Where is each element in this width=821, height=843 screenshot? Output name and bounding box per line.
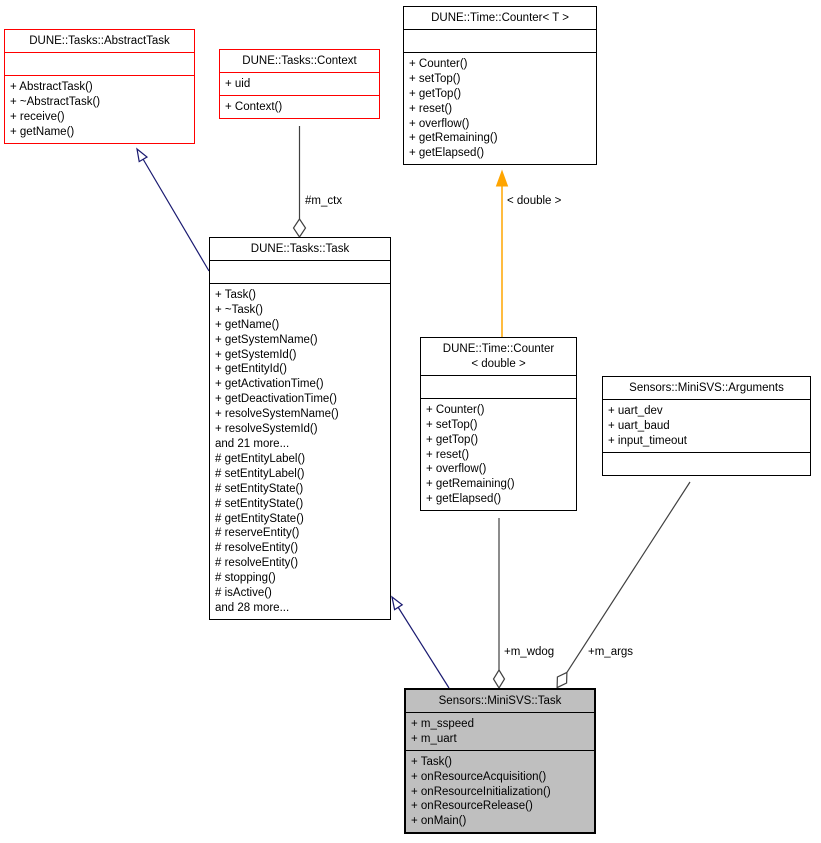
member-line: + getElapsed() [409, 147, 485, 160]
class-methods: + Counter() + setTop() + getTop() + reset()… [421, 397, 576, 510]
member-line: # resolveEntity() [215, 542, 299, 555]
member-line: + getActivationTime() [215, 378, 324, 391]
member-line: + AbstractTask() [10, 80, 93, 93]
class-methods [603, 451, 810, 475]
member-line: # setEntityState() [215, 497, 304, 510]
member-line: # setEntityState() [215, 482, 304, 495]
class-box-dune-tasks-context[interactable]: DUNE::Tasks::Context + uid + Context() [219, 49, 380, 119]
class-methods: + Task() + ~Task() + getName() + getSystemN… [210, 282, 390, 619]
member-line: + Counter() [409, 57, 468, 70]
member-line: + Task() [411, 755, 453, 768]
member-line: + reset() [426, 448, 470, 461]
class-title: DUNE::Time::Counter< T > [431, 12, 569, 24]
member-line: + getTop() [409, 87, 462, 100]
aggregation-edge-arguments-to-minisvstask [556, 481, 691, 689]
member-line: + resolveSystemId() [215, 423, 318, 436]
class-methods: + Task() + onResourceAcquisition() + onRes… [406, 749, 594, 833]
member-line: + Context() [225, 100, 283, 113]
class-title: DUNE::Tasks::Task [250, 243, 350, 255]
member-line: + getTop() [426, 433, 479, 446]
member-line: # setEntityLabel() [215, 467, 305, 480]
member-line: + getSystemName() [215, 333, 318, 346]
aggregation-edge-context-to-task [292, 126, 307, 239]
class-box-sensors-minisvs-arguments[interactable]: Sensors::MiniSVS::Arguments + uart_dev+ … [602, 376, 811, 476]
member-line: + uart_baud [608, 419, 670, 432]
member-line: + onResourceRelease() [411, 800, 533, 813]
member-line: # stopping() [215, 572, 276, 585]
class-attributes: + uid [220, 71, 379, 95]
member-line: + getRemaining() [409, 132, 498, 145]
aggregation-edge-counterdouble-to-minisvstask [492, 518, 506, 690]
member-line: + m_sspeed [411, 717, 474, 730]
aggregation-diamond [492, 668, 506, 690]
aggregation-diamond [556, 671, 568, 689]
class-title: DUNE::Tasks::AbstractTask [29, 35, 170, 47]
member-line: + onResourceInitialization() [411, 785, 551, 798]
member-line: + Task() [215, 288, 257, 301]
member-line: + getName() [215, 318, 280, 331]
class-box-dune-time-counter-t[interactable]: DUNE::Time::Counter< T > + Counter()+ se… [403, 6, 597, 166]
member-line: + overflow() [426, 463, 487, 476]
edge-label-template-double: < double > [507, 195, 562, 207]
member-line: # reserveEntity() [215, 527, 300, 540]
class-box-dune-tasks-abstracttask[interactable]: DUNE::Tasks::AbstractTask + AbstractTask… [4, 29, 195, 144]
member-line: + onResourceAcquisition() [411, 770, 547, 783]
member-line: + onMain() [411, 815, 467, 828]
template-arrowhead [495, 169, 509, 187]
member-line: + m_uart [411, 732, 457, 745]
class-attributes: + m_sspeed + m_uart [406, 711, 594, 750]
member-line: + getName() [10, 125, 75, 138]
class-attributes [210, 259, 390, 283]
class-box-dune-tasks-task[interactable]: DUNE::Tasks::Task + Task()+ ~Task()+ get… [209, 237, 391, 620]
class-attributes [404, 28, 596, 52]
member-line: + input_timeout [608, 434, 687, 447]
member-line: # isActive() [215, 587, 272, 600]
edge-label-m-ctx: #m_ctx [305, 195, 343, 207]
class-methods: + AbstractTask() + ~AbstractTask() + recei… [5, 74, 194, 143]
member-line: + getElapsed() [426, 493, 502, 506]
member-line: + resolveSystemName() [215, 408, 339, 421]
inheritance-edge-minisvstask-to-task [391, 595, 450, 689]
member-line: + Counter() [426, 403, 485, 416]
member-line: # getEntityLabel() [215, 452, 306, 465]
class-attributes [5, 51, 194, 75]
inheritance-edge-task-to-abstracttask [136, 147, 210, 272]
aggregation-diamond [292, 217, 307, 239]
member-line: + ~Task() [215, 303, 263, 316]
member-line: + reset() [409, 102, 453, 115]
member-line: + uart_dev [608, 404, 663, 417]
member-line: and 21 more... [215, 437, 290, 450]
member-line: + uid [225, 77, 251, 90]
class-title-line2: < double > [471, 357, 526, 370]
member-line: + overflow() [409, 117, 470, 130]
class-title: Sensors::MiniSVS::Task [438, 695, 562, 707]
edge-label-m-args: +m_args [588, 646, 634, 658]
member-line: + getDeactivationTime() [215, 393, 337, 406]
member-line: + ~AbstractTask() [10, 95, 101, 108]
member-line: + receive() [10, 110, 65, 123]
class-methods: + Context() [220, 94, 379, 118]
class-title: Sensors::MiniSVS::Arguments [629, 382, 784, 394]
inheritance-arrowhead [391, 595, 404, 611]
member-line: # getEntityState() [215, 512, 304, 525]
edge-label-m-wdog: +m_wdog [504, 646, 555, 658]
inheritance-arrowhead [136, 147, 149, 163]
member-line: + setTop() [409, 72, 461, 85]
member-line: + setTop() [426, 418, 478, 431]
class-title-line1: DUNE::Time::Counter [442, 343, 555, 355]
class-attributes: + uart_dev + uart_baud + input_timeout [603, 398, 810, 452]
class-box-dune-time-counter-double[interactable]: DUNE::Time::Counter < double > + Counter… [420, 337, 577, 512]
class-attributes [421, 374, 576, 398]
member-line: # resolveEntity() [215, 557, 299, 570]
member-line: and 28 more... [215, 601, 290, 614]
member-line: + getSystemId() [215, 348, 297, 361]
class-title: DUNE::Tasks::Context [242, 55, 357, 67]
template-edge-counterdouble-to-countert [495, 169, 509, 337]
class-title: DUNE::Time::Counter < double > [421, 338, 576, 375]
member-line: + getRemaining() [426, 478, 515, 491]
class-box-sensors-minisvs-task[interactable]: Sensors::MiniSVS::Task + m_sspeed+ m_uar… [404, 688, 596, 835]
class-methods: + Counter() + setTop() + getTop() + reset()… [404, 51, 596, 164]
member-line: + getEntityId() [215, 363, 287, 376]
